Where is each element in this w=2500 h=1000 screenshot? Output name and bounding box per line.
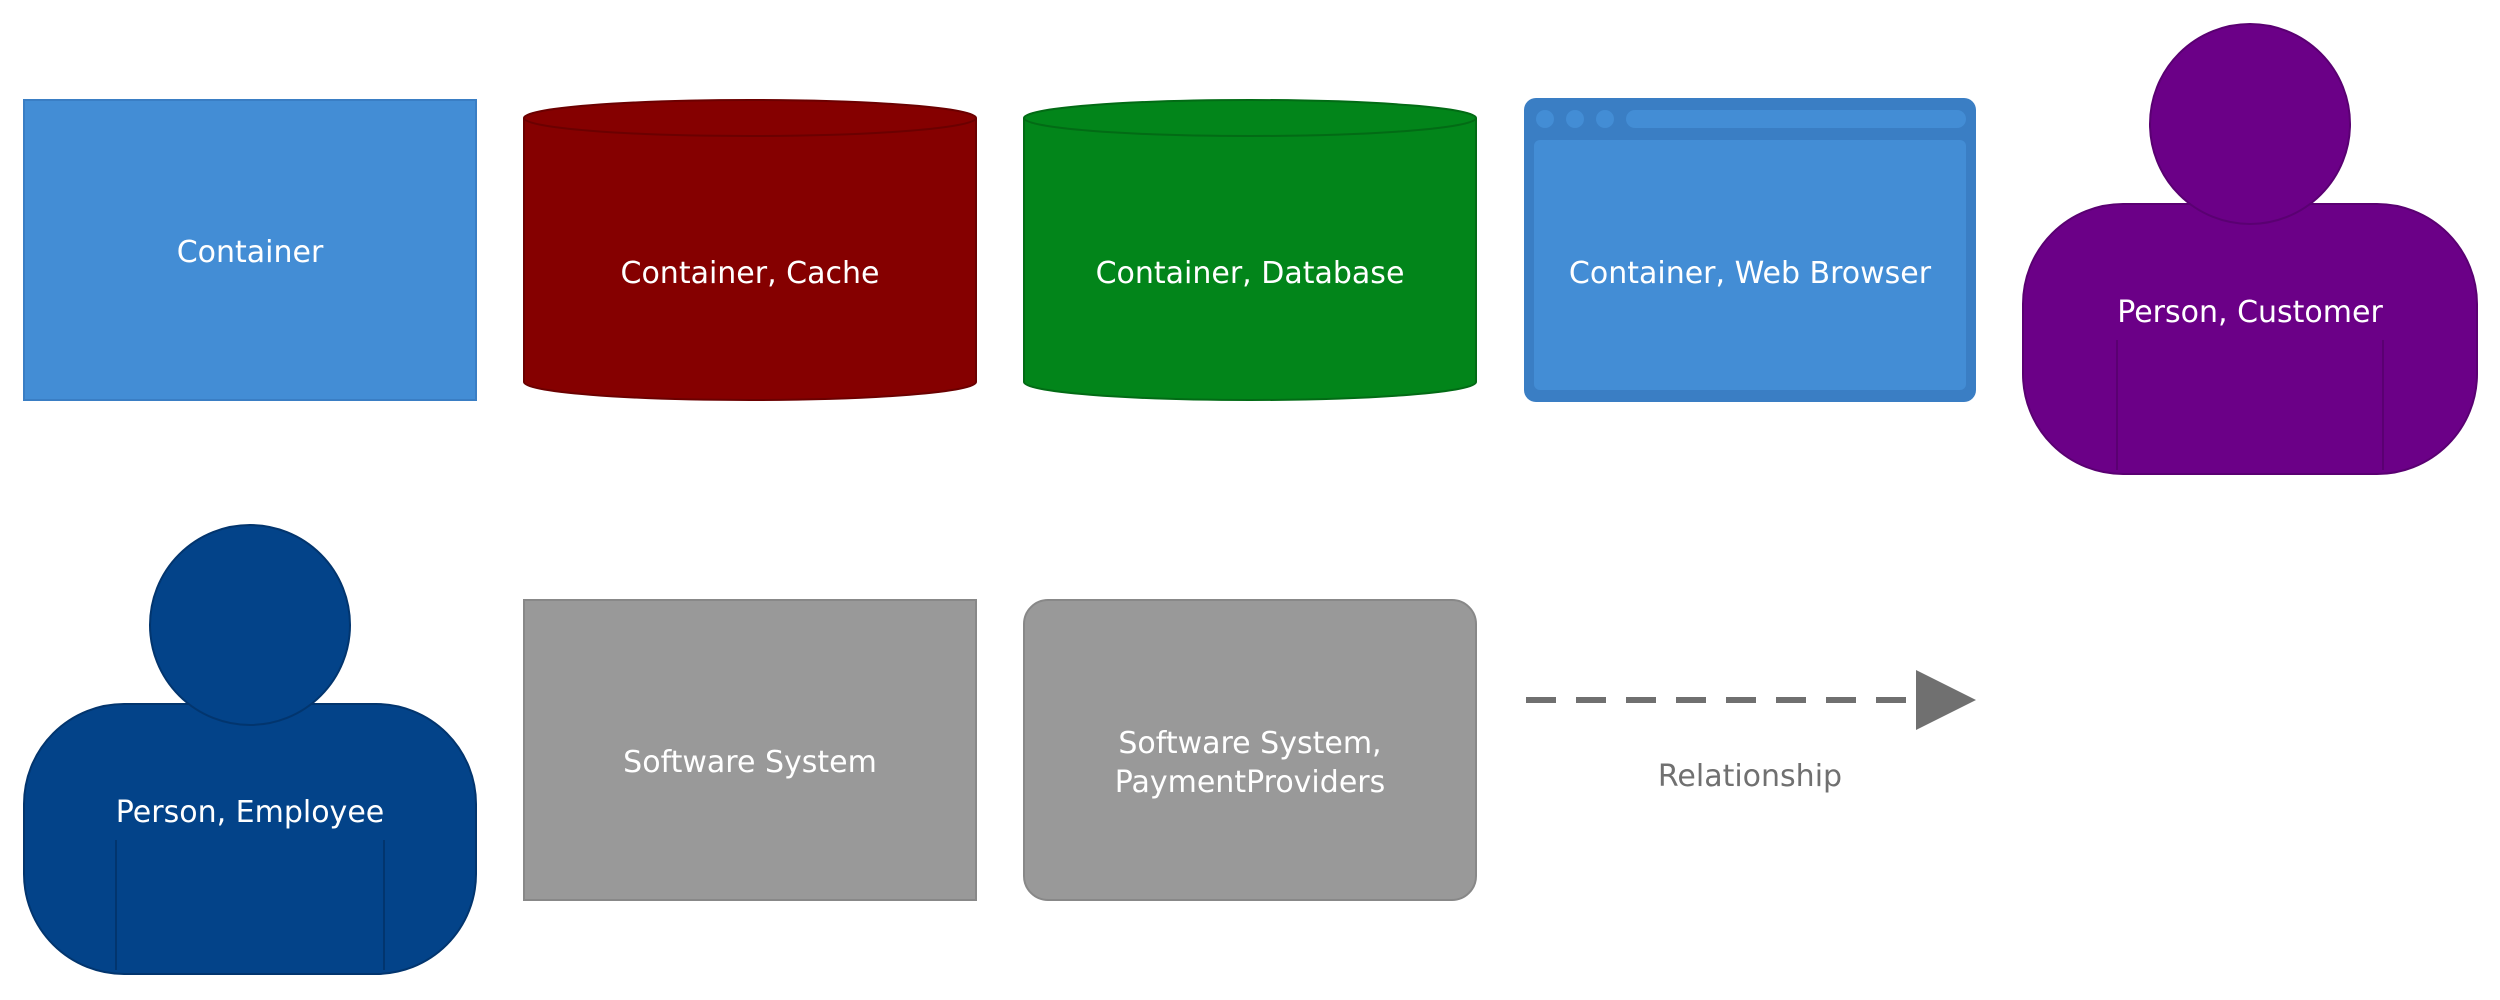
employee-label: Person, Employee xyxy=(116,795,384,830)
customer-head xyxy=(2149,23,2351,225)
legend-employee: Person, Employee xyxy=(23,524,477,975)
database-cylinder-rim xyxy=(1023,117,1477,137)
database-label: Container, Database xyxy=(1096,256,1405,291)
browser-dot-icon xyxy=(1596,110,1614,128)
legend-container: Container xyxy=(23,99,477,401)
legend-database: Container, Database xyxy=(1023,99,1477,401)
software-system-box xyxy=(523,599,977,901)
cache-cylinder-rim xyxy=(523,117,977,137)
legend-web-browser: Container, Web Browser xyxy=(1524,98,1976,402)
employee-body xyxy=(23,703,477,975)
relationship-label: Relationship xyxy=(1658,759,1842,794)
legend-relationship: Relationship xyxy=(1526,670,1976,794)
container-box xyxy=(23,99,477,401)
browser-dot-icon xyxy=(1536,110,1554,128)
payment-providers-box xyxy=(1023,599,1477,901)
customer-label: Person, Customer xyxy=(2117,295,2383,330)
cache-cylinder xyxy=(523,99,977,401)
browser-dot-icon xyxy=(1566,110,1584,128)
browser-content-area xyxy=(1534,140,1966,390)
payment-providers-label-line2: PaymentProviders xyxy=(1115,765,1385,800)
legend-payment-providers: Software System, PaymentProviders xyxy=(1023,599,1477,901)
web-browser-label: Container, Web Browser xyxy=(1569,256,1932,291)
legend-customer: Person, Customer xyxy=(2022,23,2478,475)
container-label: Container xyxy=(177,235,324,270)
browser-address-bar xyxy=(1626,110,1966,128)
customer-body xyxy=(2022,203,2478,475)
software-system-label: Software System xyxy=(623,745,877,780)
relationship-arrowhead-icon xyxy=(1916,670,1976,730)
database-cylinder xyxy=(1023,99,1477,401)
cache-label: Container, Cache xyxy=(621,256,880,291)
legend-software-system: Software System xyxy=(523,599,977,901)
legend-cache: Container, Cache xyxy=(523,99,977,401)
payment-providers-label-line1: Software System, xyxy=(1118,726,1381,761)
employee-head xyxy=(149,524,351,726)
